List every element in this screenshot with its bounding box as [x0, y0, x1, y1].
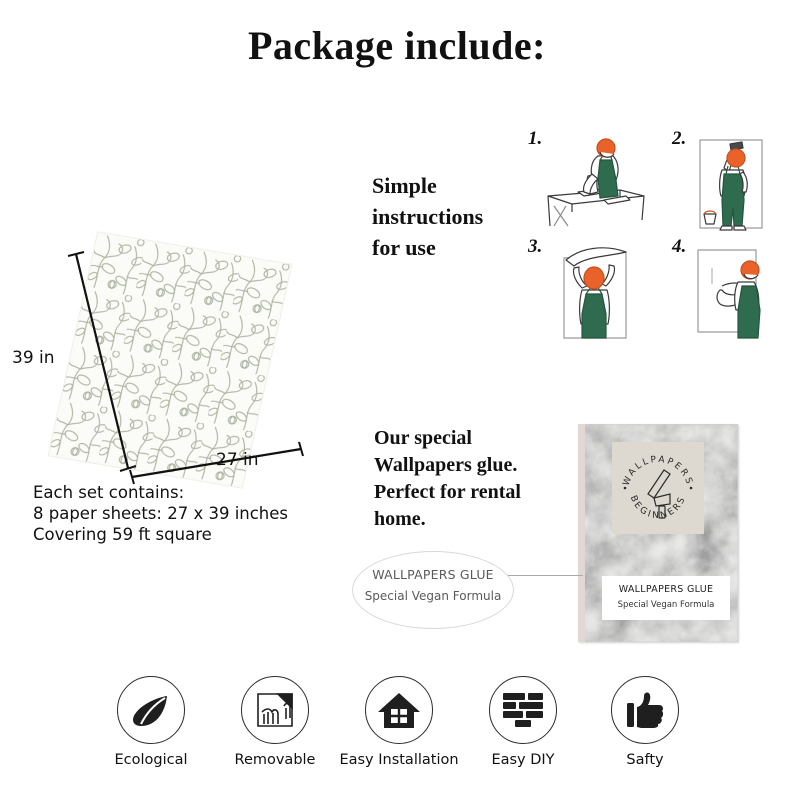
instructions-heading: Simple instructions for use	[372, 173, 484, 260]
package-badge: WALLPAPERS BEGINNERS	[612, 442, 704, 534]
magnifier-line-1: WALLPAPERS GLUE	[372, 567, 494, 582]
feature-ecological: Ecological	[86, 676, 216, 768]
glue-heading: Our special Wallpapers glue. Perfect for…	[374, 427, 521, 530]
feature-label: Easy DIY	[491, 752, 555, 768]
step-number: 4.	[672, 236, 687, 257]
brick-wall-icon	[503, 693, 543, 727]
person-cutting-wallpaper-icon	[547, 138, 645, 227]
step-number: 2.	[672, 128, 687, 149]
person-applying-glue-icon	[699, 139, 763, 231]
instruction-step-1: 1.	[524, 128, 652, 236]
label-magnifier-callout: WALLPAPERS GLUE Special Vegan Formula	[352, 551, 514, 629]
icon-circle	[611, 676, 679, 744]
house-icon	[378, 693, 420, 728]
feature-icons-row: Ecological Removable	[0, 676, 794, 786]
instruction-step-2: 2.	[668, 128, 794, 236]
sheet-width-label: 27 in	[216, 450, 259, 470]
icon-circle	[489, 676, 557, 744]
thumbs-up-icon	[627, 692, 664, 728]
dimension-lines-icon	[67, 251, 304, 485]
feature-label: Safty	[626, 752, 664, 768]
peeling-hands-icon	[257, 693, 293, 727]
badge-bottom-text: BEGINNERS	[628, 494, 686, 521]
step-number: 3.	[528, 236, 543, 257]
package-label-title: WALLPAPERS GLUE	[618, 584, 714, 595]
magnifier-line-2: Special Vegan Formula	[364, 589, 502, 603]
page-title: Package include:	[248, 23, 546, 68]
package-spine	[578, 424, 585, 642]
person-smoothing-wallpaper-icon	[697, 249, 761, 339]
icon-circle	[241, 676, 309, 744]
person-hanging-wallpaper-icon	[563, 247, 627, 339]
paint-brush-icon	[647, 469, 671, 519]
feature-label: Easy Installation	[339, 752, 459, 768]
leaf-icon	[133, 696, 167, 726]
icon-circle	[365, 676, 433, 744]
instruction-step-4: 4.	[668, 236, 794, 344]
feature-easy-installation: Easy Installation	[334, 676, 464, 768]
feature-label: Removable	[234, 752, 316, 768]
callout-connector-line	[505, 575, 583, 576]
wallpaper-pattern-icon	[48, 232, 292, 488]
instruction-step-3: 3.	[524, 236, 652, 344]
step-number: 1.	[528, 128, 543, 149]
sheet-height-label: 39 in	[12, 348, 55, 368]
svg-text:BEGINNERS: BEGINNERS	[628, 494, 688, 521]
feature-easy-diy: Easy DIY	[458, 676, 588, 768]
glue-package-image: WALLPAPERS BEGINNERS WALLPAPERS GLUE Spe…	[578, 424, 738, 642]
package-label: WALLPAPERS GLUE Special Vegan Formula	[602, 576, 730, 620]
svg-text:WALLPAPERS: WALLPAPERS	[622, 455, 695, 488]
set-contents-text: Each set contains: 8 paper sheets: 27 x …	[33, 483, 289, 544]
feature-removable: Removable	[210, 676, 340, 768]
icon-circle	[117, 676, 185, 744]
wallpaper-sheet-diagram: 39 in 27 in	[12, 232, 330, 500]
wallpaper-sheet	[48, 232, 292, 488]
feature-safty: Safty	[580, 676, 710, 768]
package-label-subtitle: Special Vegan Formula	[617, 600, 715, 610]
feature-label: Ecological	[114, 752, 188, 768]
badge-top-text: WALLPAPERS	[622, 455, 692, 488]
badge-circular-text-icon: WALLPAPERS BEGINNERS	[622, 455, 695, 521]
